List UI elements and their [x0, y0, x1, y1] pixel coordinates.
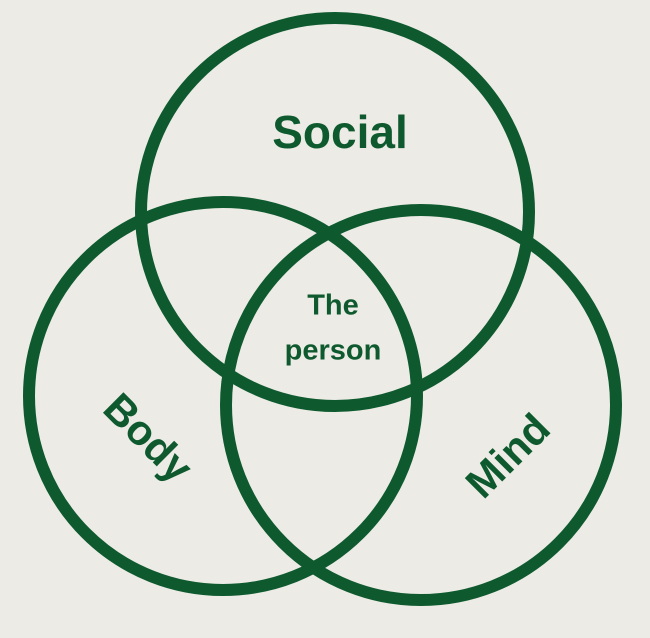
body-circle — [23, 196, 423, 596]
social-circle — [135, 12, 535, 412]
mind-label: Mind — [456, 404, 559, 507]
body-label: Body — [95, 384, 203, 492]
center-label-line1: The — [307, 290, 359, 322]
social-label: Social — [272, 106, 408, 158]
center-label-line2: person — [285, 335, 382, 367]
mind-circle — [220, 204, 622, 606]
